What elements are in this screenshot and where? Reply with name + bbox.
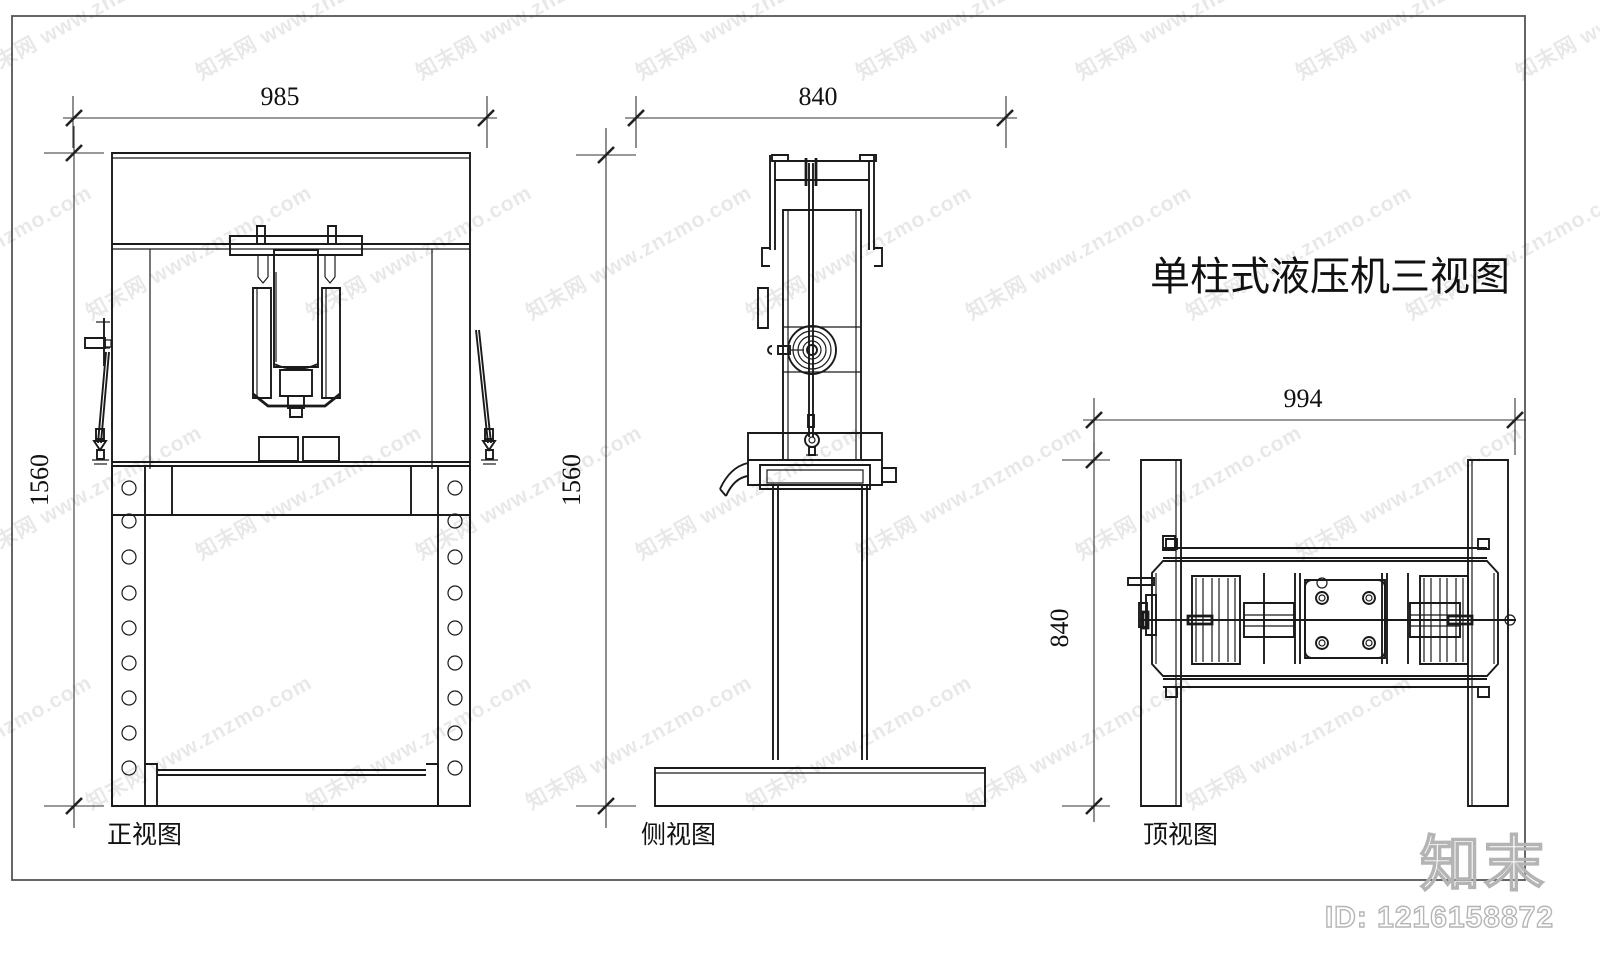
drawing-title: 单柱式液压机三视图	[1150, 254, 1510, 300]
dim-840-text: 840	[799, 82, 838, 111]
dim-1560-side-text: 1560	[557, 454, 586, 506]
dim-side-width: 840	[625, 82, 1017, 148]
dim-top-depth: 840	[1045, 442, 1110, 822]
dim-994-text: 994	[1284, 384, 1323, 413]
sheet-border	[11, 15, 1526, 881]
brand-logo: 知末	[1419, 830, 1548, 900]
side-view-label: 侧视图	[641, 820, 716, 849]
side-view: 840 1560 侧视图	[557, 82, 1017, 849]
dim-1560-front-text: 1560	[25, 454, 54, 506]
drawing-id-label: ID: 1216158872	[1324, 900, 1554, 934]
top-view: 994 840 顶视图	[1045, 384, 1526, 849]
dim-985-text: 985	[261, 82, 300, 111]
dim-front-width: 985	[63, 82, 497, 148]
front-view-label: 正视图	[107, 820, 182, 849]
brand-logo-text: 知末	[1419, 830, 1548, 900]
dim-side-height: 1560	[557, 128, 636, 828]
top-view-label: 顶视图	[1143, 820, 1218, 849]
dim-840-top-text: 840	[1045, 609, 1074, 648]
dim-front-height: 1560	[25, 126, 104, 828]
front-view: 985 1560 正视图	[25, 82, 498, 849]
dim-top-width: 994	[1083, 384, 1526, 455]
